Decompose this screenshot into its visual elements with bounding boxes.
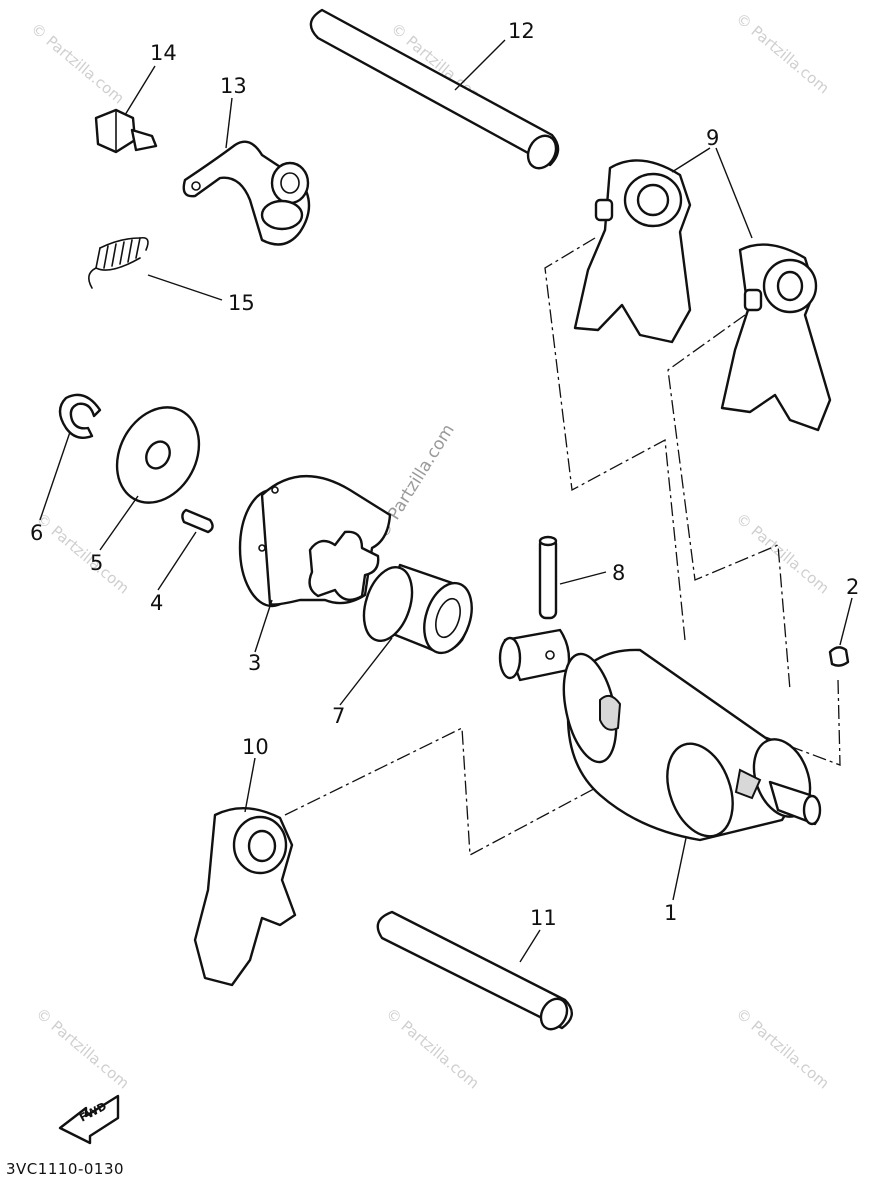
watermark: © Partzilla.com [382, 1004, 482, 1092]
callout-14: 14 [150, 41, 177, 65]
guide-bar-11 [376, 910, 573, 1031]
leader-15 [147, 274, 223, 301]
leader-3 [254, 599, 273, 653]
spring-15 [88, 236, 149, 289]
fwd-arrow-icon: FWD [58, 1094, 120, 1145]
leader-13 [225, 97, 233, 149]
leader-6 [39, 431, 71, 521]
watermarks: © Partzilla.com © Partzilla.com © Partzi… [27, 9, 832, 1092]
leader-12 [454, 39, 506, 91]
leader-8 [559, 571, 607, 585]
washer-5 [115, 406, 201, 504]
circlip-6 [58, 393, 102, 439]
callout-4: 4 [150, 591, 163, 615]
watermark: © Partzilla.com [32, 1004, 132, 1092]
callout-8: 8 [612, 561, 625, 585]
leader-2 [839, 597, 853, 646]
watermark: © Partzilla.com [732, 509, 832, 597]
callout-10: 10 [242, 735, 269, 759]
leader-10 [244, 757, 256, 813]
callout-13: 13 [220, 74, 247, 98]
pin-2 [828, 646, 850, 667]
callout-5: 5 [90, 551, 103, 575]
callout-6: 6 [30, 521, 43, 545]
callout-2: 2 [846, 575, 859, 599]
collar-7 [362, 563, 473, 655]
leader-5 [99, 495, 139, 551]
assembly-line-pin [759, 679, 841, 766]
assembly-line-fork-upper [544, 237, 686, 641]
leader-9a [671, 147, 711, 173]
callout-3: 3 [248, 651, 261, 675]
assembly-lines [284, 237, 841, 857]
callout-11: 11 [530, 906, 557, 930]
callout-1: 1 [664, 901, 677, 925]
shift-fork-9b [720, 243, 832, 432]
watermark: © Partzilla.com [732, 1004, 832, 1092]
segment-cam-3 [238, 474, 392, 608]
leader-14 [124, 65, 156, 116]
shift-drum-1 [498, 628, 822, 842]
shift-fork-9a [573, 159, 692, 344]
guide-bar-12 [309, 8, 560, 170]
watermark: © Partzilla.com [27, 19, 127, 107]
diagram-code: 3VC1110-0130 [6, 1160, 124, 1178]
assembly-line-fork-lower [284, 726, 621, 857]
leader-11 [519, 929, 541, 963]
callout-7: 7 [332, 704, 345, 728]
watermark: © Partzilla.com [732, 9, 832, 97]
leader-9b [715, 147, 753, 239]
shift-fork-10 [193, 806, 297, 987]
dowel-pin-4 [181, 508, 214, 534]
bolt-14 [94, 108, 158, 154]
leader-1 [672, 837, 687, 901]
leader-4 [157, 531, 197, 591]
pin-8 [538, 535, 558, 620]
watermark: © Partzilla.com [32, 509, 132, 597]
assembly-line-fork-right [667, 314, 791, 691]
callout-15: 15 [228, 291, 255, 315]
callout-12: 12 [508, 19, 535, 43]
callouts: 14 13 12 9 15 6 5 4 3 7 8 2 10 1 11 [30, 19, 859, 930]
leader-7 [339, 637, 393, 706]
leader-lines [39, 39, 853, 963]
stopper-lever-13 [182, 140, 311, 246]
callout-9: 9 [706, 126, 719, 150]
